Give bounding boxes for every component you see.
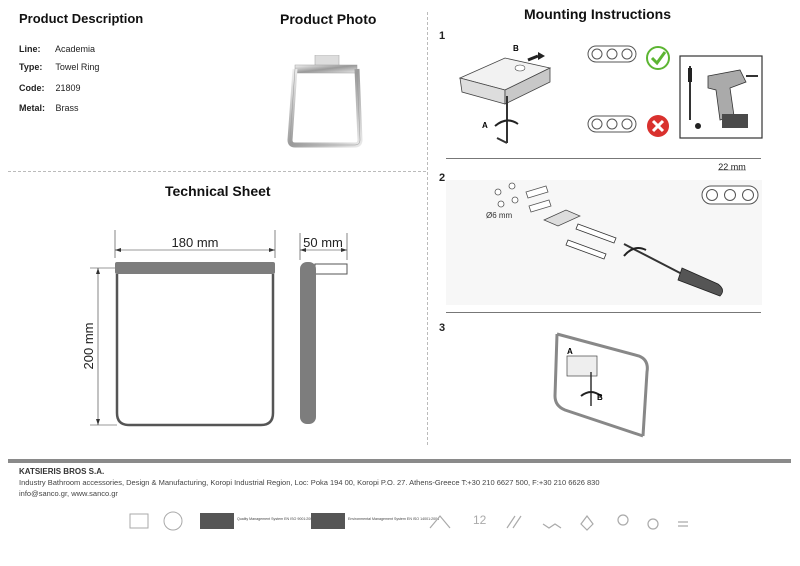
iso14001-badge-icon (311, 513, 345, 529)
sun-icon (617, 514, 629, 526)
drop-icon (580, 515, 594, 531)
company-name: KATSIERIS BROS S.A. (19, 467, 105, 476)
label-a-step1: A (482, 121, 488, 130)
iso14001-text: Environmental Management System EN ISO 1… (348, 517, 439, 521)
label-b-step1: B (513, 44, 519, 53)
solid-brass-icon (429, 515, 451, 529)
step-number-2: 2 (439, 172, 446, 184)
column-divider (427, 12, 428, 445)
company-address: Industry Bathroom accessories, Design & … (19, 478, 600, 487)
technical-sheet-title: Technical Sheet (165, 183, 271, 199)
warranty-years: 12 (473, 513, 487, 527)
certification-logos: Quality Management System EN ISO 9001:20… (129, 511, 688, 531)
technical-drawing: 180 mm 200 mm 50 mm (81, 230, 348, 427)
iso9001-text: Quality Management System EN ISO 9001:20… (237, 517, 314, 521)
height-dimension-label: 200 mm (81, 323, 96, 370)
iso9001-badge-icon (200, 513, 234, 529)
spec-code: Code: 21809 (19, 83, 81, 93)
hotels-logo-icon (129, 513, 149, 529)
spec-line: Line: Academia (19, 44, 96, 54)
product-description-title: Product Description (19, 11, 144, 26)
step2-illustration: 22 mm Ø6 mm (446, 162, 762, 305)
spacing-label: 22 mm (718, 162, 746, 172)
spec-metal: Metal: Brass (19, 103, 79, 113)
wave-icon (542, 523, 562, 529)
spec-type: Type: Towel Ring (19, 62, 100, 72)
label-b-step3: B (597, 393, 603, 402)
product-photo (287, 55, 363, 148)
check-icon (646, 46, 670, 70)
step1-divider (446, 158, 761, 159)
quality-seal-icon (163, 511, 183, 531)
step1-illustration: B A (458, 44, 763, 144)
step2-divider (446, 312, 761, 313)
left-row-divider (8, 171, 426, 172)
step-number-3: 3 (439, 322, 446, 334)
mounting-title: Mounting Instructions (524, 6, 671, 22)
company-web[interactable]: info@sanco.gr, www.sanco.gr (19, 489, 118, 498)
eco-icon (647, 518, 659, 530)
depth-dimension-label: 50 mm (303, 235, 343, 250)
slash-icon (506, 515, 522, 529)
sanco-mark-icon (678, 521, 688, 527)
step3-illustration: A B (553, 332, 649, 438)
label-a-step3: A (567, 347, 573, 356)
footer-bar (8, 459, 791, 463)
width-dimension-label: 180 mm (172, 235, 219, 250)
hole-label: Ø6 mm (486, 211, 513, 220)
step-number-1: 1 (439, 30, 446, 42)
product-photo-title: Product Photo (280, 11, 377, 27)
